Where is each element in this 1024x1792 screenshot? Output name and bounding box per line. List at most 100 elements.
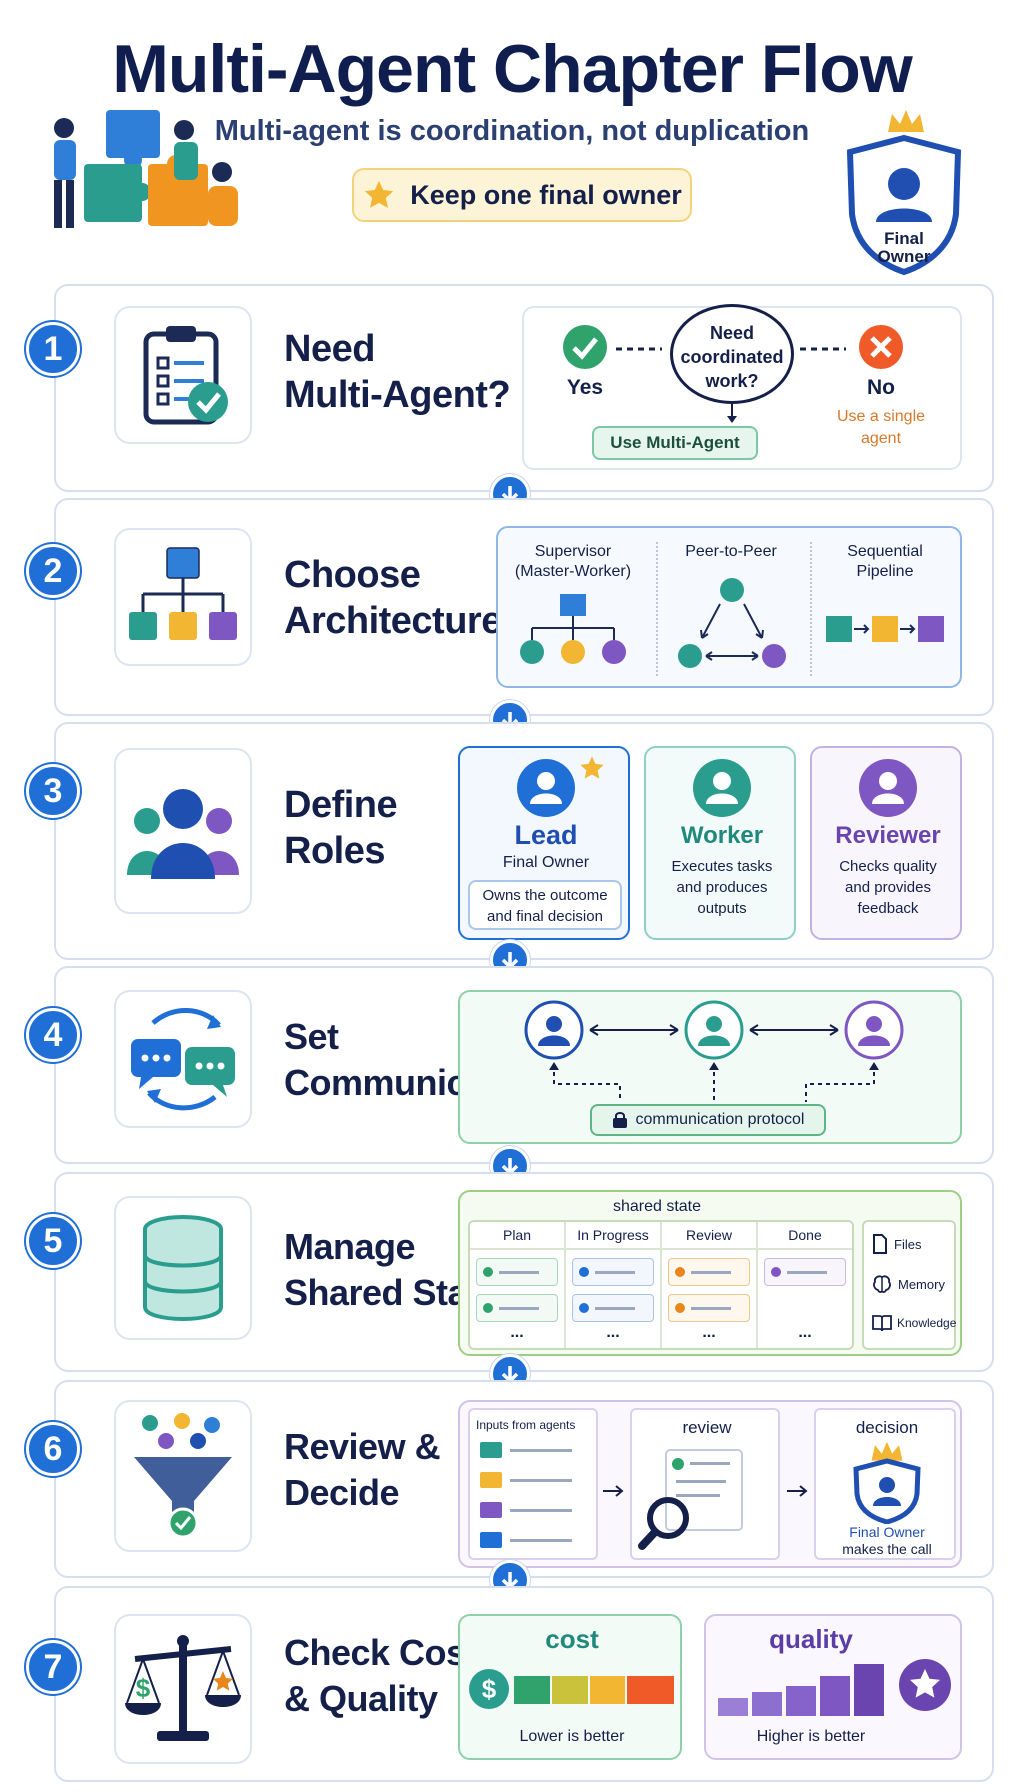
lead-role-desc: Owns the outcome and final decision	[468, 880, 622, 930]
step-1-number: 1	[26, 322, 80, 376]
step-7-title: Check Cost & Quality	[284, 1632, 478, 1719]
reviewer-avatar-icon	[859, 759, 917, 817]
yes-label: Yes	[566, 376, 604, 399]
supervisor-diagram	[520, 594, 626, 664]
dollar-coin-icon: $	[469, 1669, 509, 1709]
peer-diagram	[678, 578, 786, 668]
step-1-title: Need Multi-Agent?	[284, 328, 511, 416]
shield-icon	[846, 134, 962, 276]
column-header: Done	[758, 1222, 852, 1250]
column-ellipsis: ...	[606, 1324, 620, 1341]
lead-star-icon	[580, 756, 604, 779]
kanban-column-review: Review ...	[662, 1222, 758, 1348]
task-card	[668, 1294, 750, 1322]
question-bubble: Need coordinated work?	[670, 304, 794, 404]
page-subtitle: Multi-agent is coordination, not duplica…	[214, 115, 810, 147]
input-row	[480, 1502, 572, 1518]
step-2-icon-box	[114, 528, 252, 666]
lead-role-sub: Final Owner	[502, 854, 590, 871]
task-card	[668, 1258, 750, 1286]
no-label: No	[867, 376, 895, 399]
kanban-column-in-progress: In Progress ...	[566, 1222, 662, 1348]
lead-avatar-icon	[517, 759, 575, 817]
brain-icon	[873, 1275, 891, 1293]
reviewer-role-desc: Checks quality and provides feedback	[839, 858, 937, 917]
funnel-icon	[134, 1413, 232, 1539]
protocol-label: communication protocol	[635, 1111, 805, 1128]
shared-state-title: shared state	[612, 1198, 702, 1215]
resource-knowledge: Knowledge	[872, 1314, 956, 1332]
kanban-column-plan: Plan ...	[470, 1222, 566, 1348]
balance-scale-icon: $	[125, 1635, 241, 1741]
star-icon	[365, 180, 394, 208]
task-card	[572, 1294, 654, 1322]
step-5-number: 5	[26, 1214, 80, 1268]
badge-label-line2: Owner	[877, 247, 931, 266]
review-decide-panel: Inputs from agents review decision Final…	[458, 1400, 962, 1568]
step-6-icon-box	[114, 1400, 252, 1552]
decision-box: decision Final Owner makes the call	[814, 1408, 956, 1560]
arrow-right-icon	[787, 1485, 808, 1497]
team-puzzle-illustration	[54, 110, 238, 228]
communication-panel: communication protocol	[458, 990, 962, 1144]
svg-text:$: $	[482, 1674, 497, 1704]
worker-avatar-icon	[693, 759, 751, 817]
cost-segment	[551, 1676, 588, 1704]
yes-check-icon	[563, 325, 607, 369]
crown-icon	[871, 1441, 903, 1461]
decision-label: decision	[855, 1418, 919, 1437]
lead-role-name: Lead	[514, 820, 578, 850]
cost-panel: cost $ Lower is better	[458, 1614, 682, 1760]
cost-bar	[514, 1676, 674, 1704]
input-row	[480, 1442, 572, 1458]
team-people-icon	[127, 789, 239, 879]
quality-note: Higher is better	[756, 1728, 866, 1745]
owner-shield-icon	[853, 1458, 921, 1524]
step-2-title: Choose Architecture	[284, 554, 502, 642]
task-card	[572, 1258, 654, 1286]
database-icon	[143, 1215, 223, 1321]
column-header: Review	[662, 1222, 756, 1250]
reviewer-role-name: Reviewer	[835, 822, 941, 849]
arrow-right-icon	[603, 1485, 624, 1497]
column-header: In Progress	[566, 1222, 660, 1250]
checklist-icon	[143, 326, 228, 425]
column-header: Plan	[470, 1222, 564, 1250]
cost-segment	[627, 1676, 674, 1704]
resource-files: Files	[872, 1234, 921, 1254]
page-title: Multi-Agent Chapter Flow	[112, 31, 912, 107]
arch-divider-2	[810, 542, 812, 676]
worker-role-name: Worker	[680, 822, 764, 849]
task-card	[476, 1294, 558, 1322]
final-owner-badge: Final Owner	[844, 108, 964, 278]
down-connector	[727, 404, 737, 423]
no-cross-icon	[859, 325, 903, 369]
svg-text:$: $	[136, 1673, 151, 1703]
crown-icon	[888, 110, 924, 132]
column-ellipsis: ...	[702, 1324, 716, 1341]
quality-label: quality	[769, 1624, 853, 1654]
step-1-icon-box	[114, 306, 252, 444]
no-note: Use a single agent	[836, 408, 926, 447]
cost-note: Lower is better	[519, 1728, 625, 1745]
input-row	[480, 1472, 572, 1488]
file-icon	[873, 1234, 887, 1254]
step-6-title: Review & Decide	[284, 1426, 441, 1513]
review-label: review	[682, 1418, 732, 1437]
star-badge-icon	[899, 1659, 951, 1711]
protocol-tag: communication protocol	[590, 1104, 826, 1136]
kanban-column-done: Done ...	[758, 1222, 852, 1348]
step-6-number: 6	[26, 1422, 80, 1476]
step-2-number: 2	[26, 544, 80, 598]
keep-owner-label: Keep one final owner	[410, 179, 682, 210]
column-ellipsis: ...	[798, 1324, 812, 1341]
role-card-reviewer: Reviewer Checks quality and provides fee…	[810, 746, 962, 940]
step-3-title: Define Roles	[284, 784, 398, 872]
magnifier-document-icon	[638, 1449, 743, 1550]
resource-memory: Memory	[872, 1274, 945, 1294]
inputs-label: Inputs from agents	[476, 1418, 576, 1432]
step-3-number: 3	[26, 764, 80, 818]
kanban-board: Plan ... In Progress ... Review ... Done…	[468, 1220, 854, 1350]
task-card	[764, 1258, 846, 1286]
step-3-icon-box	[114, 748, 252, 914]
